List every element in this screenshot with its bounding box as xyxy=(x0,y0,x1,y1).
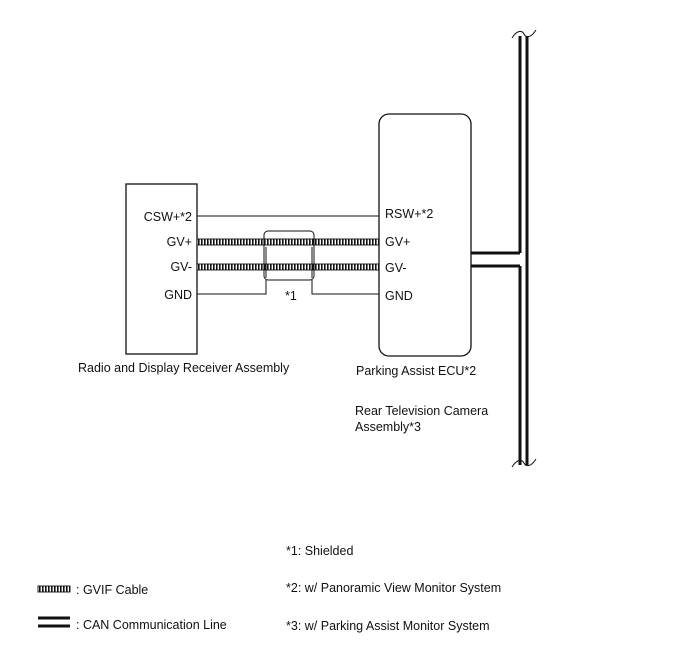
gvif-legend-symbol xyxy=(37,585,71,593)
radio-pin-gvp: GV+ xyxy=(167,235,192,249)
gnd-wire-radio xyxy=(197,280,267,295)
radio-pin-gvm: GV- xyxy=(170,260,192,274)
radio-receiver-label: Radio and Display Receiver Assembly xyxy=(78,361,290,375)
can-legend-symbol xyxy=(38,616,70,628)
shield-marker-label: *1 xyxy=(285,289,297,303)
note-shielded: *1: Shielded xyxy=(286,544,354,558)
ecu-pin-gvm: GV- xyxy=(385,261,407,275)
ecu-pin-gnd: GND xyxy=(385,289,413,303)
rear-camera-label-line2: Assembly*3 xyxy=(355,420,421,434)
can-legend-label: : CAN Communication Line xyxy=(76,618,227,632)
parking-assist-ecu-label: Parking Assist ECU*2 xyxy=(356,364,477,378)
can-bus-break-top xyxy=(511,29,537,39)
can-bus-break-bottom xyxy=(511,458,537,468)
can-bus-line xyxy=(518,36,529,465)
rear-camera-label-line1: Rear Television Camera xyxy=(355,404,489,418)
radio-pin-csw: CSW+*2 xyxy=(144,210,192,224)
ecu-pin-rsw: RSW+*2 xyxy=(385,207,433,221)
shield-outline xyxy=(263,230,315,281)
parking-assist-ecu-box xyxy=(378,113,472,357)
gnd-wire-ecu xyxy=(311,280,379,295)
note-parking-assist-monitor: *3: w/ Parking Assist Monitor System xyxy=(286,619,490,633)
gvif-legend-label: : GVIF Cable xyxy=(76,583,149,597)
radio-pin-gnd: GND xyxy=(164,288,192,302)
note-panoramic-view: *2: w/ Panoramic View Monitor System xyxy=(286,581,502,595)
radio-receiver-box xyxy=(125,183,198,355)
gvif-cable-gvp xyxy=(196,238,380,246)
can-branch-line xyxy=(471,251,520,268)
ecu-pin-gvp: GV+ xyxy=(385,235,410,249)
gvif-cable-gvm xyxy=(196,263,380,271)
